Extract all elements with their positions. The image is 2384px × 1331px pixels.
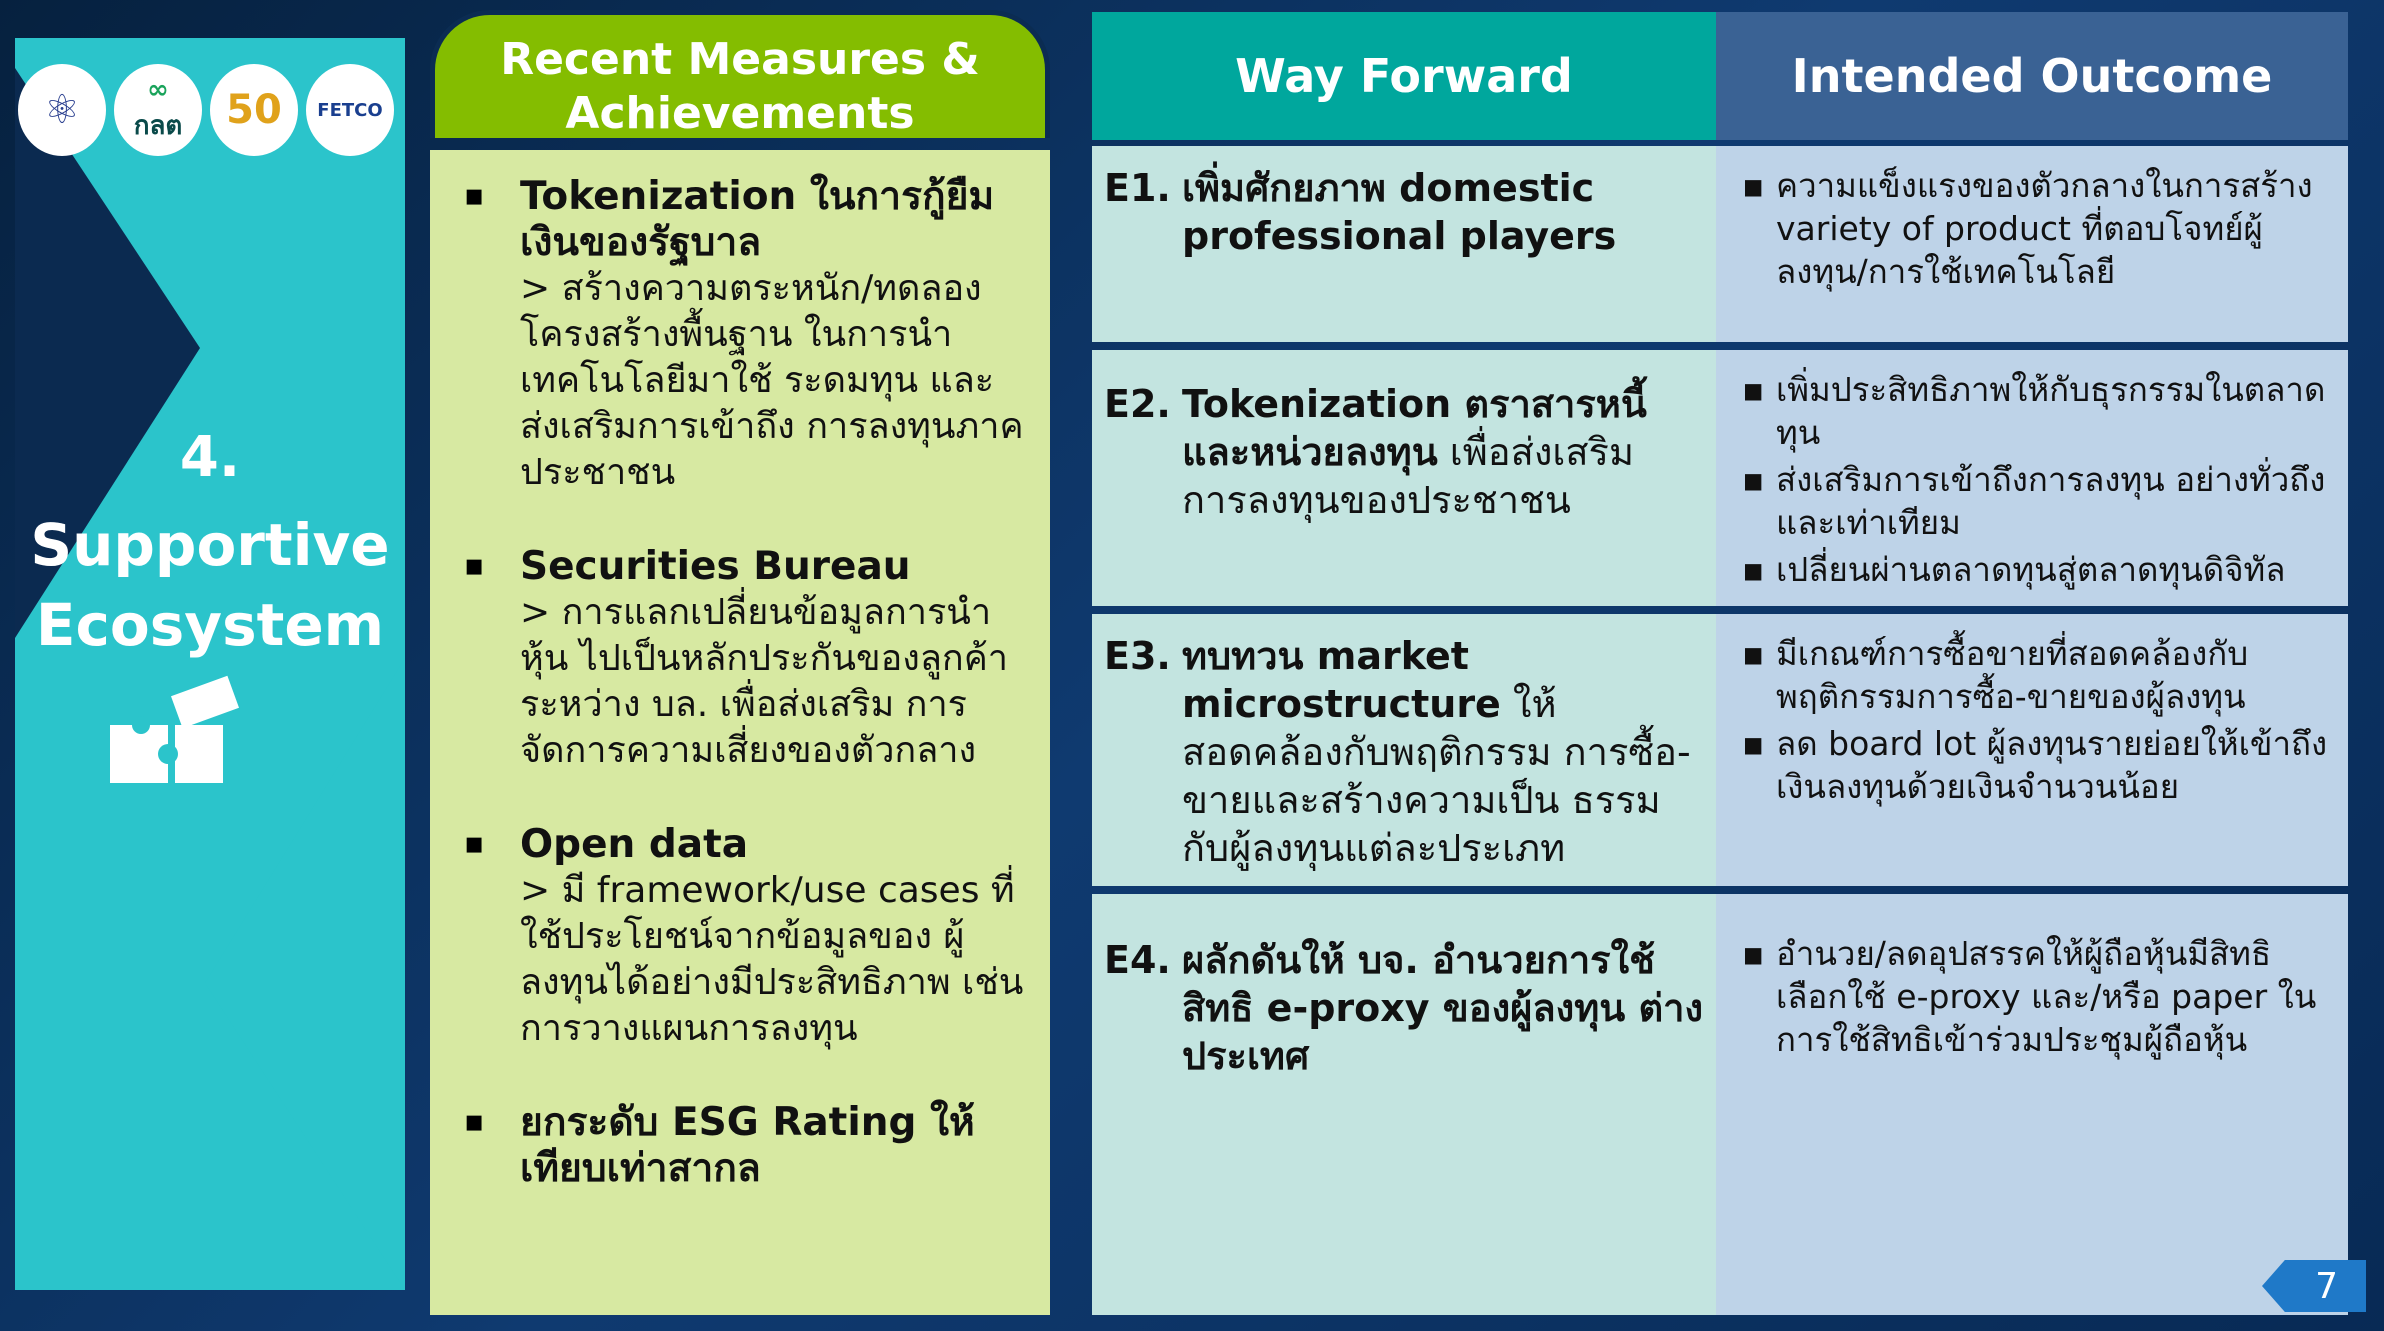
bullet-icon: ▪: [464, 826, 485, 861]
item-title: Tokenization ในการกู้ยืมเงินของรัฐบาล: [520, 174, 995, 265]
list-item: ▪ Open data> มี framework/use cases ที่ใช…: [450, 822, 1030, 1052]
outcome-item: อำนวย/ลดอุปสรรคให้ผู้ถือหุ้นมีสิทธิ เลือ…: [1736, 932, 2334, 1061]
item-body: > มี framework/use cases ที่ใช้ประโยชน์จ…: [520, 870, 1024, 1049]
table-row: E3.ทบทวน market microstructure ให้สอดคล้…: [1092, 614, 2348, 886]
row-code: E1.: [1104, 166, 1171, 210]
item-body: > การแลกเปลี่ยนข้อมูลการนำหุ้น ไปเป็นหลั…: [520, 592, 1008, 771]
way-forward-text: ทบทวน market microstructure: [1182, 634, 1501, 726]
row-code: E4.: [1104, 938, 1171, 982]
way-forward-text: เพิ่มศักยภาพ domestic professional playe…: [1182, 166, 1617, 258]
logo-ministry: ⚛: [18, 64, 106, 156]
list-item: ▪ Tokenization ในการกู้ยืมเงินของรัฐบาล> …: [450, 174, 1030, 496]
logo-set50: 50: [210, 64, 298, 156]
outcome-item: ลด board lot ผู้ลงทุนรายย่อยให้เข้าถึง เ…: [1736, 722, 2334, 808]
bullet-icon: ▪: [464, 1104, 485, 1139]
recent-measures-header: Recent Measures & Achievements: [430, 10, 1050, 139]
way-forward-text: Tokenization ตราสารหนี้ และหน่วยลงทุน: [1182, 382, 1647, 474]
way-forward-detail: ให้สอดคล้องกับพฤติกรรม การซื้อ-ขายและสร้…: [1182, 682, 1691, 870]
list-item: ▪ ยกระดับ ESG Rating ให้เทียบเท่าสากล: [450, 1100, 1030, 1192]
item-title: Securities Bureau: [520, 544, 911, 589]
section-number: 4.: [179, 425, 241, 490]
logo-sec: ∞กลต: [114, 64, 202, 156]
outcome-item: มีเกณฑ์การซื้อขายที่สอดคล้องกับ พฤติกรรม…: [1736, 632, 2334, 718]
row-code: E3.: [1104, 634, 1171, 678]
logo-fetco: FETCO: [306, 64, 394, 156]
outcome-item: เปลี่ยนผ่านตลาดทุนสู่ตลาดทุนดิจิทัล: [1736, 548, 2334, 591]
section-chevron-panel: [15, 38, 405, 1290]
puzzle-icon: [105, 670, 255, 814]
header-way-forward: Way Forward: [1092, 12, 1716, 140]
bullet-icon: ▪: [464, 548, 485, 583]
item-title: Open data: [520, 822, 749, 867]
outcome-item: เพิ่มประสิทธิภาพให้กับธุรกรรมในตลาดทุน: [1736, 368, 2334, 454]
outcome-item: ความแข็งแรงของตัวกลางในการสร้าง variety …: [1736, 164, 2334, 293]
table-row: E1.เพิ่มศักยภาพ domestic professional pl…: [1092, 146, 2348, 342]
way-forward-table: Way Forward Intended Outcome E1.เพิ่มศัก…: [1092, 12, 2348, 1315]
bullet-icon: ▪: [464, 178, 485, 213]
way-forward-text: ผลักดันให้ บจ. อำนวยการใช้ สิทธิ e-proxy…: [1182, 938, 1704, 1078]
row-code: E2.: [1104, 382, 1171, 426]
table-row: E2.Tokenization ตราสารหนี้ และหน่วยลงทุน…: [1092, 350, 2348, 606]
recent-measures-list: ▪Tokenization ในการกู้ยืมเงินของรัฐบาล> …: [430, 150, 1050, 1315]
table-row: E4.ผลักดันให้ บจ. อำนวยการใช้ สิทธิ e-pr…: [1092, 894, 2348, 1315]
page-number-badge: 7: [2262, 1260, 2366, 1312]
list-item: ▪ Securities Bureau> การแลกเปลี่ยนข้อมูลก…: [450, 544, 1030, 774]
item-title: ยกระดับ ESG Rating ให้เทียบเท่าสากล: [520, 1100, 975, 1191]
header-intended-outcome: Intended Outcome: [1716, 12, 2348, 140]
outcome-item: ส่งเสริมการเข้าถึงการลงทุน อย่างทั่วถึงแ…: [1736, 458, 2334, 544]
way-forward-detail: เพื่อส่งเสริม การลงทุนของประชาชน: [1182, 430, 1635, 522]
item-body: > สร้างความตระหนัก/ทดลอง โครงสร้างพื้นฐา…: [520, 268, 1024, 493]
partner-logos: ⚛ ∞กลต 50 FETCO: [18, 64, 394, 156]
